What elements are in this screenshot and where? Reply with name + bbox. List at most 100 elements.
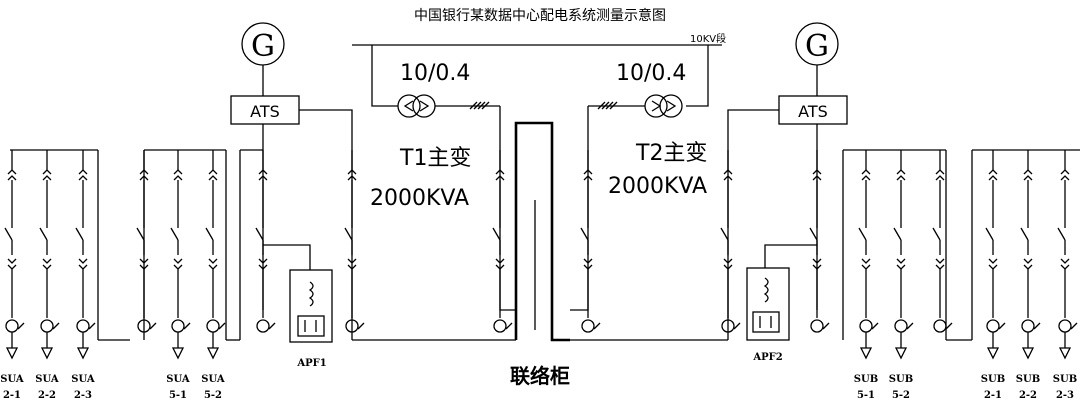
apf1-unit: APF1 [263, 244, 333, 369]
left-spare-feeder-0-breaker [136, 227, 145, 241]
left-feeder-4-contact-bottom [208, 258, 218, 270]
generator-left-symbol: G [251, 29, 275, 64]
right-feeder-3-contact-top [1023, 169, 1033, 181]
right-feeder-4-load-arrow [1058, 347, 1072, 360]
right-incomer-feeder-0-ct-mark [822, 322, 830, 330]
left-feeder-3-label-line2: 5-1 [169, 390, 187, 401]
ats-right-label: ATS [798, 102, 828, 121]
right-feeder-2-contact-bottom [988, 258, 998, 270]
left-tie-feeder-0-breaker [344, 227, 353, 241]
left-tr-feeder-0-ct-mark [505, 322, 513, 330]
left-feeder-3-label-line1: SUA [166, 374, 190, 385]
left-feeder-1-load-arrow [40, 347, 54, 360]
right-tie-feeder-0-contact-top [723, 169, 733, 181]
right-feeder-3-ct-mark [1033, 322, 1041, 330]
feeder-branches: SUA2-1SUA2-2SUA2-3SUA5-1SUA5-2SUB5-1SUB5… [0, 150, 1078, 401]
left-tr-feeder-0-breaker [492, 227, 501, 241]
right-incomer-feeder-0-ct [810, 319, 824, 333]
generator-right: G [795, 22, 839, 96]
left-feeder-4-label-line2: 5-2 [204, 390, 222, 401]
right-feeder-4-ct [1058, 319, 1072, 333]
left-feeder-1-ct-mark [52, 322, 60, 330]
left-feeder-4-ct [206, 319, 220, 333]
left-feeder-1-label-line1: SUA [35, 374, 59, 385]
left-feeder-2-label-line1: SUA [71, 374, 95, 385]
left-feeder-2-label-line2: 2-3 [74, 390, 92, 401]
t1-name: T1主变 [399, 146, 471, 171]
right-feeder-0-label-line2: 5-1 [857, 390, 875, 401]
right-feeder-3-breaker [1020, 227, 1029, 241]
apf1-label: APF1 [296, 358, 326, 369]
right-tie-feeder-0-ct [721, 319, 735, 333]
left-feeder-3-load-arrow [171, 347, 185, 360]
right-feeder-2-ct-mark [998, 322, 1006, 330]
t2-capacity: 2000KVA [608, 174, 707, 199]
left-feeder-3-contact-top [173, 169, 183, 181]
left-incomer-feeder-0-contact-top [258, 169, 268, 181]
left-feeder-3-breaker [170, 227, 179, 241]
generator-left: G [241, 22, 285, 96]
right-feeder-1-contact-top [896, 169, 906, 181]
right-feeder-2-breaker [985, 227, 994, 241]
right-feeder-0-contact-bottom [861, 258, 871, 270]
left-feeder-0-breaker [4, 227, 13, 241]
right-incomer-feeder-0-contact-top [812, 169, 822, 181]
right-feeder-0-label-line1: SUB [854, 374, 878, 385]
left-feeder-2-contact-bottom [78, 258, 88, 270]
apf2-unit: APF2 [746, 244, 817, 363]
left-feeder-4-ct-mark [218, 322, 226, 330]
right-feeder-4-contact-top [1060, 169, 1070, 181]
left-feeder-1-breaker [39, 227, 48, 241]
right-feeder-1-label-line2: 5-2 [892, 390, 910, 401]
right-feeder-1-contact-bottom [896, 258, 906, 270]
ats-left-label: ATS [250, 102, 280, 121]
right-feeder-3-load-arrow [1021, 347, 1035, 360]
left-feeder-4-contact-top [208, 169, 218, 181]
t1-ratio: 10/0.4 [400, 61, 470, 86]
right-feeder-4-ct-mark [1070, 322, 1078, 330]
right-tr-feeder-0-contact-top [583, 169, 593, 181]
left-feeder-3-contact-bottom [173, 258, 183, 270]
left-feeder-2-ct [76, 319, 90, 333]
right-feeder-3-label-line2: 2-2 [1019, 390, 1037, 401]
right-feeder-0-ct [859, 319, 873, 333]
right-feeder-1-label-line1: SUB [889, 374, 913, 385]
left-incomer-feeder-0-ct-mark [268, 322, 276, 330]
left-feeder-2-ct-mark [88, 322, 96, 330]
right-feeder-2-ct [986, 319, 1000, 333]
left-tie-feeder-0-contact-top [347, 169, 357, 181]
right-tie-feeder-0-ct-mark [733, 322, 741, 330]
tie-cabinet-connection: 联络柜 [510, 121, 570, 388]
right-feeder-0-ct-mark [871, 322, 879, 330]
left-feeder-1-contact-bottom [42, 258, 52, 270]
left-feeder-0-label-line2: 2-1 [3, 390, 21, 401]
left-feeder-2-load-arrow [76, 347, 90, 360]
left-tr-feeder-0-contact-top [495, 169, 505, 181]
t2-name: T2主变 [635, 141, 707, 166]
apf2-label: APF2 [752, 352, 782, 363]
right-feeder-3-contact-bottom [1023, 258, 1033, 270]
bus-label: 10KV段 [690, 32, 726, 45]
left-spare-feeder-0-ct [137, 319, 151, 333]
right-feeder-4-label-line1: SUB [1053, 374, 1077, 385]
ats-right: ATS [778, 95, 848, 125]
right-feeder-0-contact-top [861, 169, 871, 181]
left-feeder-2-breaker [75, 227, 84, 241]
left-feeder-0-load-arrow [5, 347, 19, 360]
right-feeder-4-breaker [1057, 227, 1066, 241]
ats-left: ATS [230, 95, 300, 125]
hv-bus: 10KV段 [352, 32, 726, 46]
right-feeder-0-load-arrow [859, 347, 873, 360]
right-spare-feeder-0-ct [933, 319, 947, 333]
left-feeder-3-ct [171, 319, 185, 333]
diagram-title: 中国银行某数据中心配电系统测量示意图 [414, 7, 666, 24]
left-spare-feeder-0-contact-top [139, 169, 149, 181]
right-feeder-4-label-line2: 2-3 [1056, 390, 1074, 401]
left-tie-feeder-0-ct-mark [357, 322, 365, 330]
tie-cabinet-label: 联络柜 [510, 364, 570, 388]
left-feeder-0-contact-top [7, 169, 17, 181]
t2-ratio: 10/0.4 [616, 61, 686, 86]
right-feeder-1-load-arrow [894, 347, 908, 360]
right-feeder-3-ct [1021, 319, 1035, 333]
right-feeder-1-breaker [893, 227, 902, 241]
